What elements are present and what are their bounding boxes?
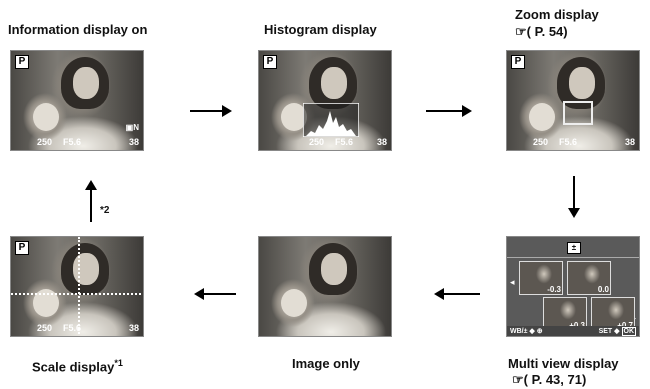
aperture: F5.6 <box>63 323 82 333</box>
label-zoom-ref: ☞( P. 54) <box>515 24 568 39</box>
thumb-4: +0.7 <box>591 297 635 331</box>
screen-image-only <box>258 236 392 337</box>
shutter-speed: 250 <box>533 137 549 147</box>
mode-p-icon: P <box>511 55 525 69</box>
frame-count: 38 <box>376 137 387 147</box>
label-multi-view-ref: ☞( P. 43, 71) <box>512 372 587 387</box>
screen-information-display: P 250 F5.6 38 ▣N <box>10 50 144 151</box>
arrow-right-2 <box>426 105 472 117</box>
screen-multi-view-display: ± ◂ ▸ -0.3 0.0 +0.3 +0.7 WB/± ◆ ⊕ SET ◆ … <box>506 236 640 337</box>
record-mode-icon: ▣N <box>125 123 139 132</box>
label-image-only: Image only <box>292 356 360 371</box>
frame-count: 38 <box>624 137 635 147</box>
footnote-2: *2 <box>100 205 110 216</box>
mode-p-icon: P <box>263 55 277 69</box>
screen-histogram-display: P 250 F5.6 38 <box>258 50 392 151</box>
histogram-graph <box>303 103 359 137</box>
label-histogram-display: Histogram display <box>264 22 377 37</box>
aperture: F5.6 <box>335 137 354 147</box>
aperture: F5.6 <box>63 137 82 147</box>
aperture: F5.6 <box>559 137 578 147</box>
scale-vertical-line <box>78 237 80 336</box>
book-ref-icon: ☞ <box>512 372 524 387</box>
frame-count: 38 <box>128 323 139 333</box>
screen-scale-display: P 250 F5.6 38 <box>10 236 144 337</box>
arrow-left-2 <box>194 288 236 300</box>
label-zoom-display: Zoom display <box>515 7 599 22</box>
zoom-frame <box>563 101 593 125</box>
label-scale-display: Scale display*1 <box>32 358 123 375</box>
footnote-1: *1 <box>114 358 123 368</box>
arrow-up <box>85 180 97 222</box>
exposure-comp-icon: ± <box>567 242 581 254</box>
thumb-1: -0.3 <box>519 261 563 295</box>
scale-horizontal-line <box>11 293 143 295</box>
thumb-2: 0.0 <box>567 261 611 295</box>
screen-zoom-display: P 250 F5.6 38 <box>506 50 640 151</box>
mode-p-icon: P <box>15 55 29 69</box>
wb-label: WB/± ◆ ⊕ <box>510 328 543 335</box>
shutter-speed: 250 <box>309 137 325 147</box>
left-arrow-icon: ◂ <box>510 277 515 287</box>
shutter-speed: 250 <box>37 137 53 147</box>
book-ref-icon: ☞ <box>515 24 527 39</box>
label-multi-view-display: Multi view display <box>508 356 619 371</box>
arrow-down <box>568 176 580 218</box>
arrow-left-1 <box>434 288 480 300</box>
shutter-speed: 250 <box>37 323 53 333</box>
frame-count: 38 <box>128 137 139 147</box>
mode-p-icon: P <box>15 241 29 255</box>
arrow-right-1 <box>190 105 232 117</box>
set-ok-label: SET ◆ OK <box>598 327 636 336</box>
label-information-display-on: Information display on <box>8 22 148 37</box>
